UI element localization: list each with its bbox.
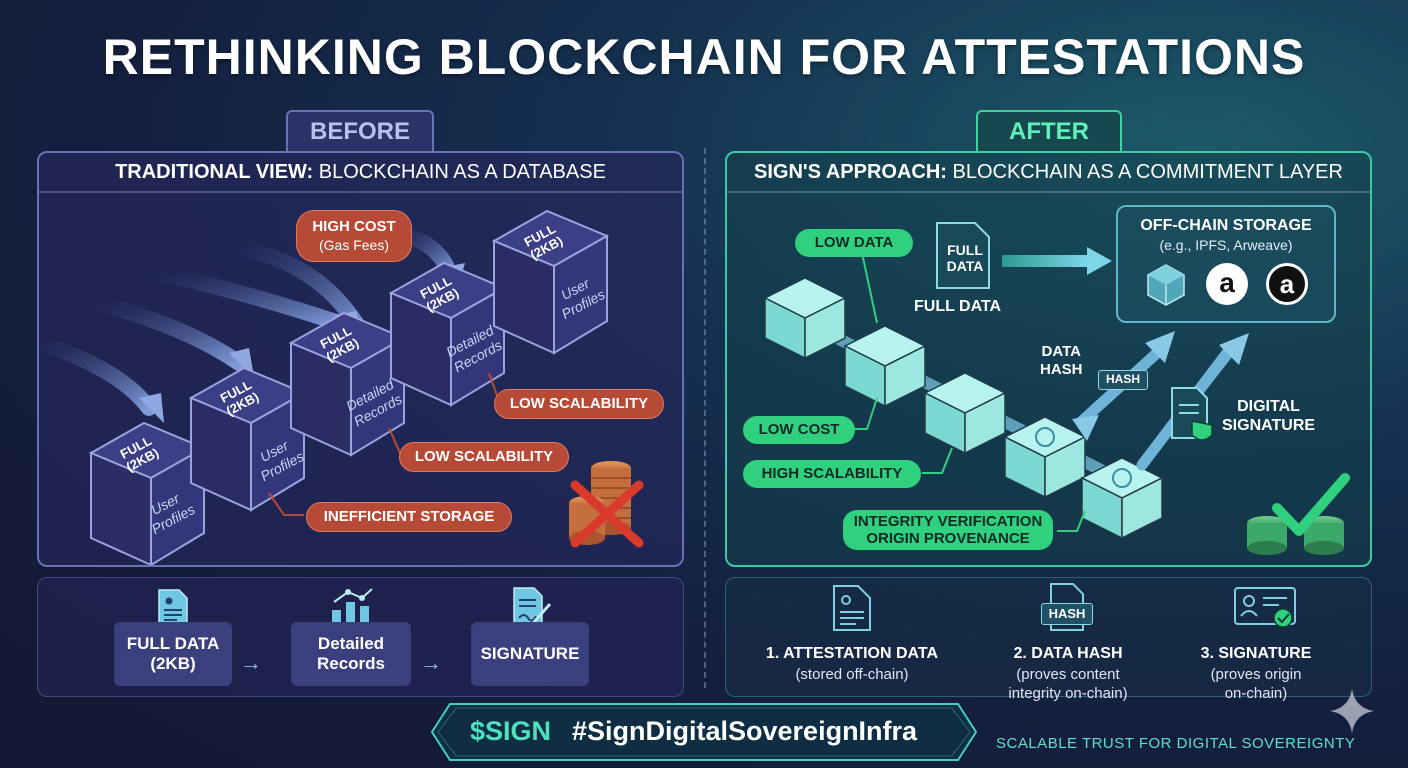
offchain-title: OFF-CHAIN STORAGE [1118,217,1334,235]
step-2-hash-tag: HASH [1041,603,1093,625]
offchain-subtitle: (e.g., IPFS, Arweave) [1118,237,1334,253]
integrity-line1: INTEGRITY VERIFICATION [843,513,1053,530]
document-icon [157,588,189,626]
flow-signature-text: SIGNATURE [481,644,580,664]
arweave-icon-2: a [1266,263,1308,305]
flow-full-data-line1: FULL DATA [127,634,220,654]
step-3-subtitle-1: (proves origin [1166,665,1346,684]
data-hash-label: DATA HASH [1040,343,1083,379]
flow-detailed-records-box: Detailed Records [291,622,411,686]
step-2-subtitle-1: (proves content [968,665,1168,684]
signed-document-icon [512,586,552,626]
flow-arrow-2: → [420,650,442,676]
bar-chart-icon [326,586,376,626]
doc-data-text: DATA [940,258,990,274]
flow-detailed-line1: Detailed [317,634,385,654]
sign-ticker: $SIGN [470,716,551,747]
tab-after: AFTER [976,110,1122,152]
step-3-title: 3. SIGNATURE [1166,645,1346,663]
flow-detailed-line2: Records [317,654,385,674]
light-cube-2 [845,326,925,406]
flow-full-data-box: FULL DATA (2KB) [114,622,232,686]
flow-full-data-line2: (2KB) [127,654,220,674]
after-heading-bold: SIGN'S APPROACH: [754,161,947,183]
before-panel-heading: TRADITIONAL VIEW: BLOCKCHAIN AS A DATABA… [39,153,682,193]
step-2-subtitle-2: integrity on-chain) [968,684,1168,703]
step-1-subtitle: (stored off-chain) [752,665,952,684]
light-cube-1 [765,278,845,358]
integrity-provenance-label: INTEGRITY VERIFICATION ORIGIN PROVENANCE [843,510,1053,550]
before-heading-bold: TRADITIONAL VIEW: [115,161,313,183]
data-hash-line2: HASH [1040,361,1083,379]
low-cost-label: LOW COST [743,416,855,444]
low-scalability-label-2: LOW SCALABILITY [399,442,569,472]
flow-signature-box: SIGNATURE [471,622,589,686]
flow-arrow-1: → [240,650,262,676]
page-title: RETHINKING BLOCKCHAIN FOR ATTESTATIONS [0,28,1408,86]
section-divider [704,148,706,688]
full-data-arrow-icon [1002,247,1112,275]
offchain-storage-box: OFF-CHAIN STORAGE (e.g., IPFS, Arweave) … [1116,205,1336,323]
digital-line1: DIGITAL [1222,397,1315,416]
high-scalability-label: HIGH SCALABILITY [743,460,921,488]
after-heading-light: BLOCKCHAIN AS A COMMITMENT LAYER [953,161,1343,183]
sparkle-icon [1328,687,1376,735]
data-hash-line1: DATA [1040,343,1083,361]
full-data-caption: FULL DATA [914,298,1001,316]
high-cost-text: HIGH COST [297,217,411,236]
high-cost-label: HIGH COST (Gas Fees) [296,210,412,262]
ipfs-cube-icon [1144,263,1188,307]
doc-full-text: FULL [940,242,990,258]
step-2-title: 2. DATA HASH [968,645,1168,663]
hash-tag: HASH [1098,370,1148,390]
low-scalability-label-1: LOW SCALABILITY [494,389,664,419]
coins-check-icon [1247,478,1345,555]
gas-fees-text: (Gas Fees) [297,236,411,255]
before-heading-light: BLOCKCHAIN AS A DATABASE [319,161,606,183]
step-1-title: 1. ATTESTATION DATA [752,645,952,663]
sign-hashtag: #SignDigitalSovereignInfra [572,716,917,747]
attestation-document-icon [832,584,872,632]
arweave-icon-1: a [1206,263,1248,305]
signature-document-icon [1172,388,1212,440]
inefficient-storage-label: INEFFICIENT STORAGE [306,502,512,532]
low-data-label: LOW DATA [795,229,913,257]
digital-line2: SIGNATURE [1222,416,1315,435]
step-3-subtitle-2: on-chain) [1166,684,1346,703]
integrity-line2: ORIGIN PROVENANCE [843,530,1053,547]
document-full-data-label: FULL DATA [940,242,990,274]
certificate-icon [1233,586,1299,632]
after-panel-heading: SIGN'S APPROACH: BLOCKCHAIN AS A COMMITM… [727,153,1370,193]
coins-x-icon [569,461,639,545]
tab-before: BEFORE [286,110,434,152]
digital-signature-label: DIGITAL SIGNATURE [1222,397,1315,435]
footer-tagline: SCALABLE TRUST FOR DIGITAL SOVEREIGNTY [996,735,1355,752]
